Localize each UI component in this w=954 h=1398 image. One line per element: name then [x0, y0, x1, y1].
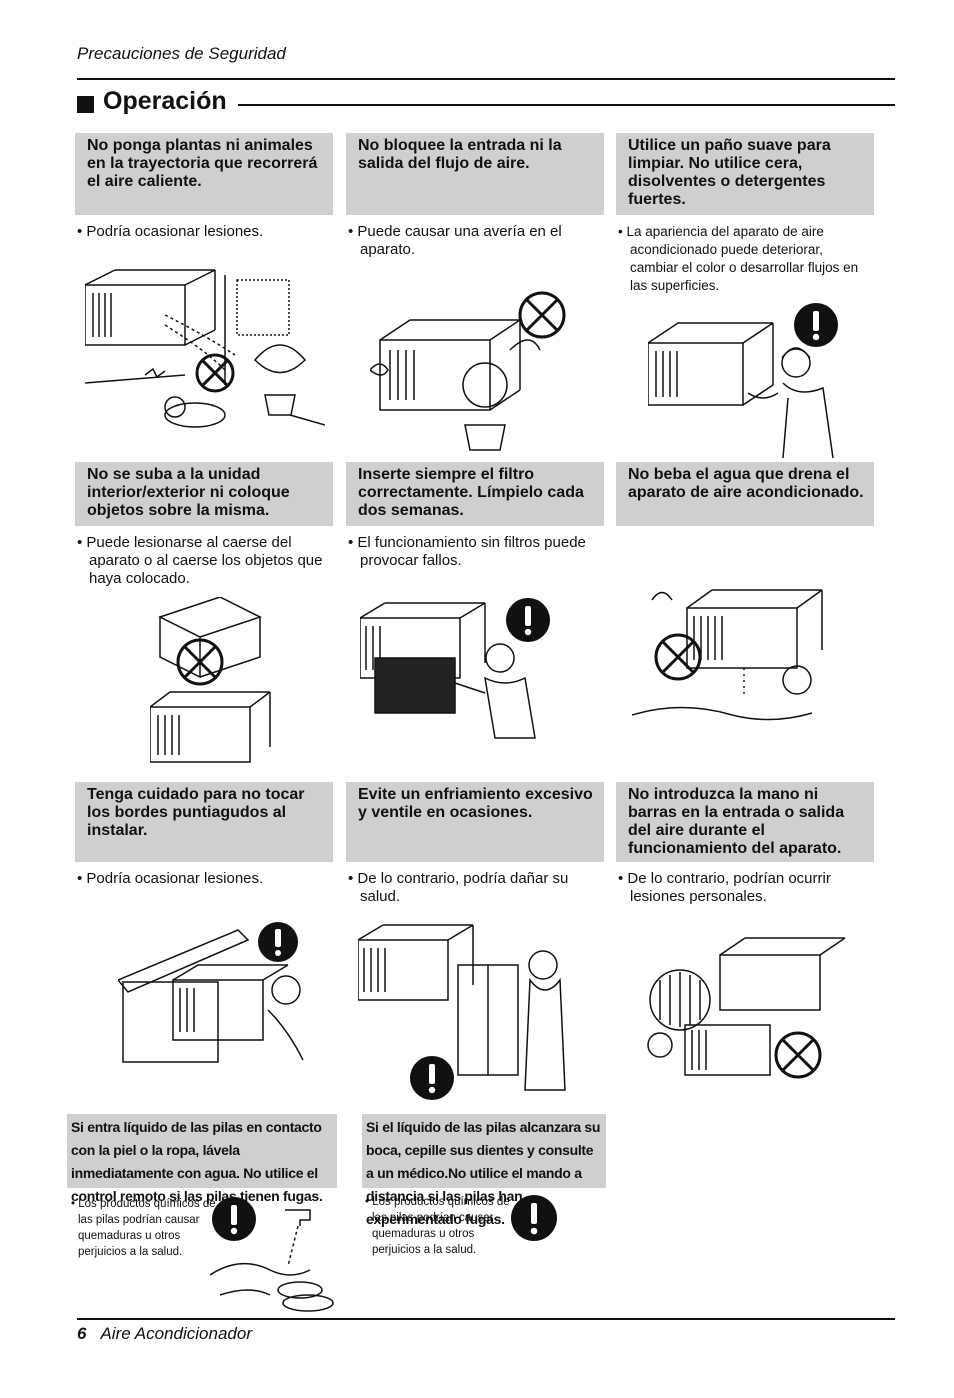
battery-note-mouth: • Los productos químicos de las pilas po…	[364, 1194, 512, 1258]
card-note: Podría ocasionar lesiones.	[75, 223, 333, 241]
battery-warning-skin: Si entra líquido de las pilas en contact…	[67, 1114, 337, 1204]
header-divider	[77, 78, 895, 80]
bullet: •	[71, 1198, 79, 1210]
warning-icon	[510, 1194, 558, 1242]
page-header-title: Precauciones de Seguridad	[77, 44, 286, 63]
battery-note-skin: • Los productos químicos de las pilas po…	[70, 1196, 218, 1260]
illustration-ventilate	[358, 920, 568, 1100]
safety-card-drain-water: No beba el agua que drena el aparato de …	[616, 462, 874, 526]
card-note: Podría ocasionar lesiones.	[75, 870, 333, 888]
section-title: Operación	[103, 87, 227, 115]
card-title: No introduzca la mano ni barras en la en…	[616, 782, 874, 862]
illustration-drain-water	[632, 580, 832, 730]
illustration-do-not-climb	[150, 597, 280, 772]
illustration-hands-bars	[640, 930, 850, 1085]
card-note: Puede lesionarse al caerse del aparato o…	[75, 534, 333, 588]
illustration-soft-cloth	[648, 303, 848, 463]
card-title: No bloquee la entrada ni la salida del f…	[346, 133, 604, 215]
card-title: No beba el agua que drena el aparato de …	[616, 462, 874, 526]
footer-divider	[77, 1318, 895, 1320]
safety-card-filter: Inserte siempre el filtro correctamente.…	[346, 462, 604, 570]
card-note: De lo contrario, podrían ocurrir lesione…	[616, 870, 874, 906]
safety-card-plants-animals: No ponga plantas ni animales en la traye…	[75, 133, 333, 241]
safety-card-ventilate: Evite un enfriamiento excesivo y ventile…	[346, 782, 604, 906]
illustration-wash-hands	[210, 1195, 340, 1315]
card-title: No ponga plantas ni animales en la traye…	[75, 133, 333, 215]
bullet: •	[365, 1196, 373, 1208]
card-note: De lo contrario, podría dañar su salud.	[346, 870, 604, 906]
card-note: Puede causar una avería en el aparato.	[346, 223, 604, 259]
illustration-sharp-edges	[118, 920, 308, 1070]
section-bullet-square	[77, 96, 94, 113]
safety-card-airflow-block: No bloquee la entrada ni la salida del f…	[346, 133, 604, 259]
page-footer: 6 Aire Acondicionador	[77, 1324, 252, 1344]
illustration-filter	[360, 598, 560, 746]
card-title: No se suba a la unidad interior/exterior…	[75, 462, 333, 526]
card-note: El funcionamiento sin filtros puede prov…	[346, 534, 604, 570]
battery-warning-mouth: Si el líquido de las pilas alcanzara su …	[362, 1114, 606, 1227]
footer-title: Aire Acondicionador	[100, 1324, 252, 1343]
card-note: La apariencia del aparato de aire acondi…	[616, 223, 874, 295]
battery-note-text: Los productos químicos de las pilas podr…	[78, 1198, 216, 1258]
safety-card-sharp-edges: Tenga cuidado para no tocar los bordes p…	[75, 782, 333, 888]
card-title: Inserte siempre el filtro correctamente.…	[346, 462, 604, 526]
section-divider	[238, 104, 895, 106]
card-title: Tenga cuidado para no tocar los bordes p…	[75, 782, 333, 862]
safety-card-hands-bars: No introduzca la mano ni barras en la en…	[616, 782, 874, 906]
safety-card-do-not-climb: No se suba a la unidad interior/exterior…	[75, 462, 333, 588]
illustration-airflow-block	[370, 290, 580, 455]
card-title: Utilice un paño suave para limpiar. No u…	[616, 133, 874, 215]
battery-note-text: Los productos químicos de las pilas podr…	[372, 1196, 510, 1256]
safety-card-soft-cloth: Utilice un paño suave para limpiar. No u…	[616, 133, 874, 295]
page-number: 6	[77, 1324, 87, 1343]
illustration-plants-animals	[85, 265, 325, 435]
card-title: Evite un enfriamiento excesivo y ventile…	[346, 782, 604, 862]
